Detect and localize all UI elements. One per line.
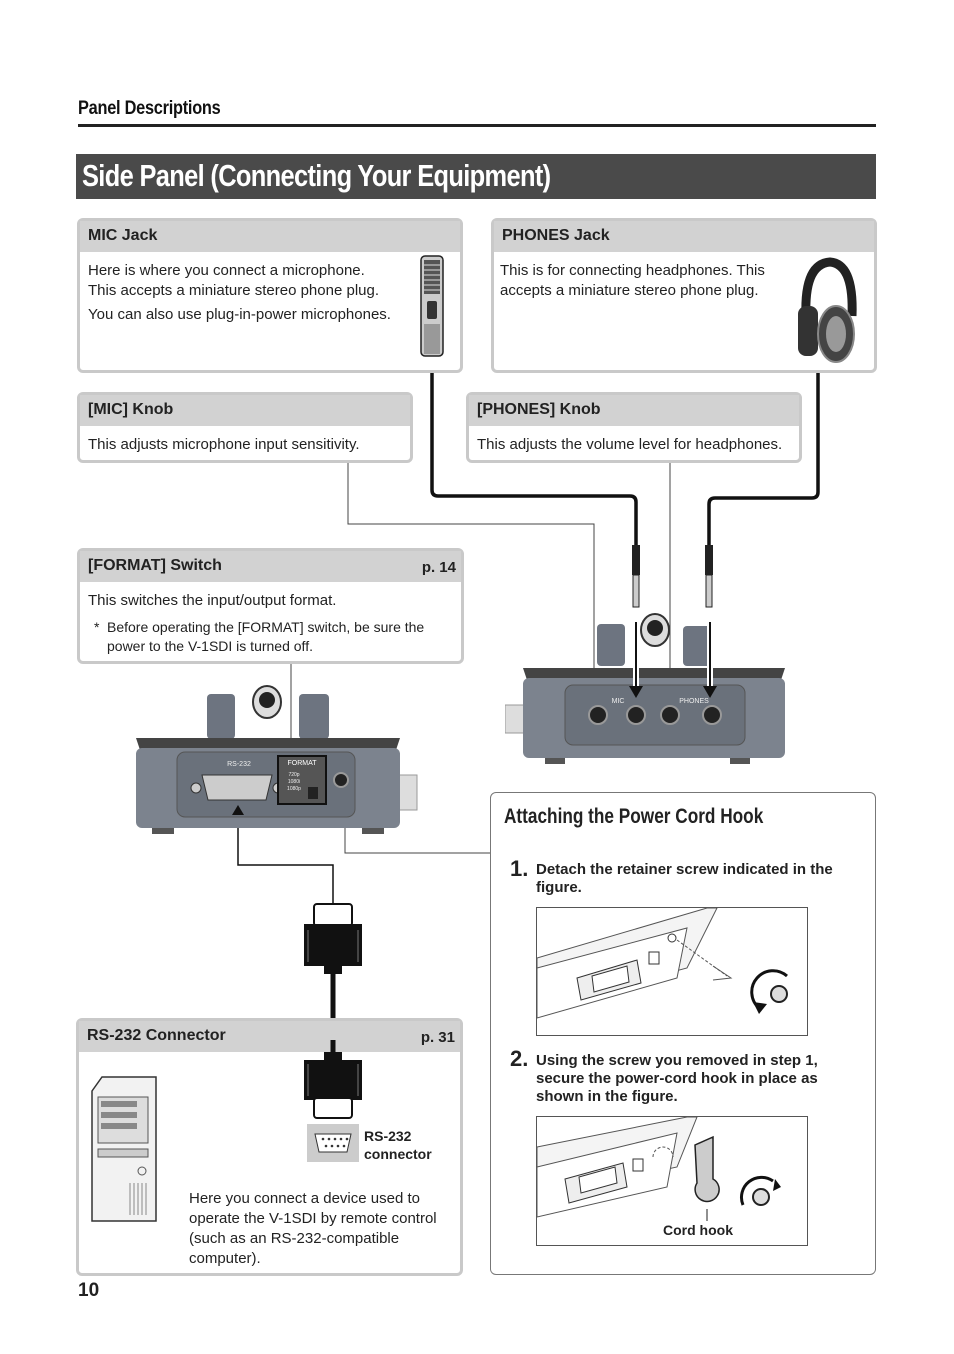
mic-jack-label: MIC <box>612 698 625 705</box>
computer-tower-icon <box>91 1076 157 1222</box>
screw-icon <box>752 1188 770 1206</box>
headphones-icon <box>798 257 857 363</box>
step-1-line-1: Detach the retainer screw indicated in t… <box>536 861 833 878</box>
step-1-line-2: figure. <box>536 879 582 896</box>
step-1-figure <box>536 907 808 1036</box>
format-page-ref: p. 14 <box>421 559 456 576</box>
rs232-port-label: RS-232 <box>227 761 251 768</box>
db9-connector-icon <box>307 1124 359 1162</box>
step-2-line-1: Using the screw you removed in step 1, <box>536 1052 818 1069</box>
page-number: 10 <box>78 1280 100 1301</box>
format-switch-heading: [FORMAT] Switch <box>88 557 222 574</box>
format-option-3: 1080p <box>287 786 301 792</box>
screw-icon <box>770 985 788 1003</box>
cord-hook-label: Cord hook <box>663 1222 733 1238</box>
power-cord-hook-box <box>490 792 876 1275</box>
mic-knob-box: [MIC] Knob This adjusts microphone input… <box>77 392 413 463</box>
rs232-line-4: computer). <box>189 1250 261 1267</box>
mic-knob-text: This adjusts microphone input sensitivit… <box>88 436 360 453</box>
phones-knob-text: This adjusts the volume level for headph… <box>477 436 783 453</box>
mic-jack-extra: You can also use plug-in-power microphon… <box>88 306 391 323</box>
format-switch-label: FORMAT <box>287 760 317 767</box>
rs232-cable-lower <box>304 1040 362 1119</box>
mic-knob-heading: [MIC] Knob <box>88 401 174 418</box>
section-rule <box>78 124 876 127</box>
rs232-connector-label-2: connector <box>364 1146 432 1162</box>
mic-jack-box: MIC Jack Here is where you connect a mic… <box>77 218 463 373</box>
rs232-line-1: Here you connect a device used to <box>189 1190 420 1207</box>
step-2-line-3: shown in the figure. <box>536 1088 678 1105</box>
phones-jack-line-1: This is for connecting headphones. This <box>500 262 765 279</box>
step-1-number: 1. <box>510 856 529 881</box>
page-title: Side Panel (Connecting Your Equipment) <box>82 158 551 193</box>
phones-jack-heading: PHONES Jack <box>502 227 610 244</box>
mic-jack-line-2: This accepts a miniature stereo phone pl… <box>88 282 379 299</box>
rs232-heading: RS-232 Connector <box>87 1027 226 1044</box>
device-right-side: MIC PHONES <box>505 545 785 764</box>
mic-plug <box>632 545 640 608</box>
phones-knob-heading: [PHONES] Knob <box>477 401 601 418</box>
rs232-line-3: (such as an RS-232-compatible <box>189 1230 400 1247</box>
step-2-figure <box>536 1116 808 1246</box>
phones-plug <box>705 545 713 608</box>
format-switch-box: [FORMAT] Switch p. 14 This switches the … <box>77 548 464 664</box>
power-cord-hook-title: Attaching the Power Cord Hook <box>504 805 764 828</box>
format-note-line-1: Before operating the [FORMAT] switch, be… <box>107 619 425 635</box>
format-note-line-2: power to the V-1SDI is turned off. <box>107 638 313 654</box>
format-note-mark: * <box>94 619 100 635</box>
step-2-number: 2. <box>510 1046 529 1071</box>
rs232-page-ref: p. 31 <box>420 1029 455 1046</box>
format-switch-text: This switches the input/output format. <box>88 592 337 609</box>
rs232-line-2: operate the V-1SDI by remote control <box>189 1210 437 1227</box>
title-bar <box>76 154 876 199</box>
cord-hook-icon <box>694 1135 720 1203</box>
rs232-connector-label-1: RS-232 <box>364 1128 412 1144</box>
mic-jack-line-1: Here is where you connect a microphone. <box>88 262 365 279</box>
microphone-icon <box>420 255 444 357</box>
phones-jack-line-2: accepts a miniature stereo phone plug. <box>500 282 759 299</box>
mic-jack-heading: MIC Jack <box>88 227 158 244</box>
step-2-line-2: secure the power-cord hook in place as <box>536 1070 818 1087</box>
phones-knob-box: [PHONES] Knob This adjusts the volume le… <box>466 392 802 463</box>
section-title: Panel Descriptions <box>78 98 221 119</box>
format-option-1: 720p <box>288 772 299 778</box>
format-option-2: 1080i <box>288 779 300 785</box>
phones-jack-label: PHONES <box>679 698 709 705</box>
device-left-side: RS-232 FORMAT 720p 1080i 1080p <box>136 685 418 834</box>
